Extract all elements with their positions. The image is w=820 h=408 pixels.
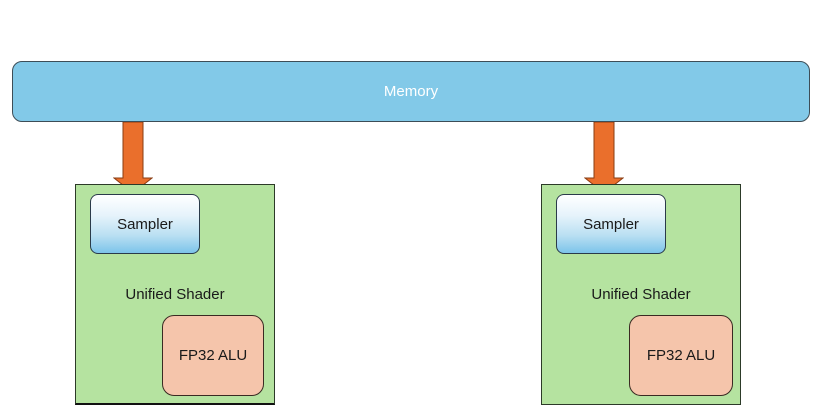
alu-label: FP32 ALU bbox=[178, 347, 248, 364]
sampler-label: Sampler bbox=[117, 215, 173, 233]
fp32-alu-left: FP32 ALU bbox=[162, 315, 264, 396]
fp32-alu-right: FP32 ALU bbox=[629, 315, 733, 396]
unified-shader-right: Sampler Unified Shader FP32 ALU bbox=[541, 184, 741, 405]
unified-shader-left: Sampler Unified Shader FP32 ALU bbox=[75, 184, 275, 405]
sampler-right: Sampler bbox=[556, 194, 666, 254]
unified-shader-label: Unified Shader bbox=[125, 286, 225, 303]
sampler-left: Sampler bbox=[90, 194, 200, 254]
alu-label: FP32 ALU bbox=[646, 347, 716, 364]
memory-label: Memory bbox=[383, 83, 439, 100]
memory-block: Memory bbox=[12, 61, 810, 122]
unified-shader-label: Unified Shader bbox=[591, 286, 691, 303]
sampler-label: Sampler bbox=[583, 215, 639, 233]
